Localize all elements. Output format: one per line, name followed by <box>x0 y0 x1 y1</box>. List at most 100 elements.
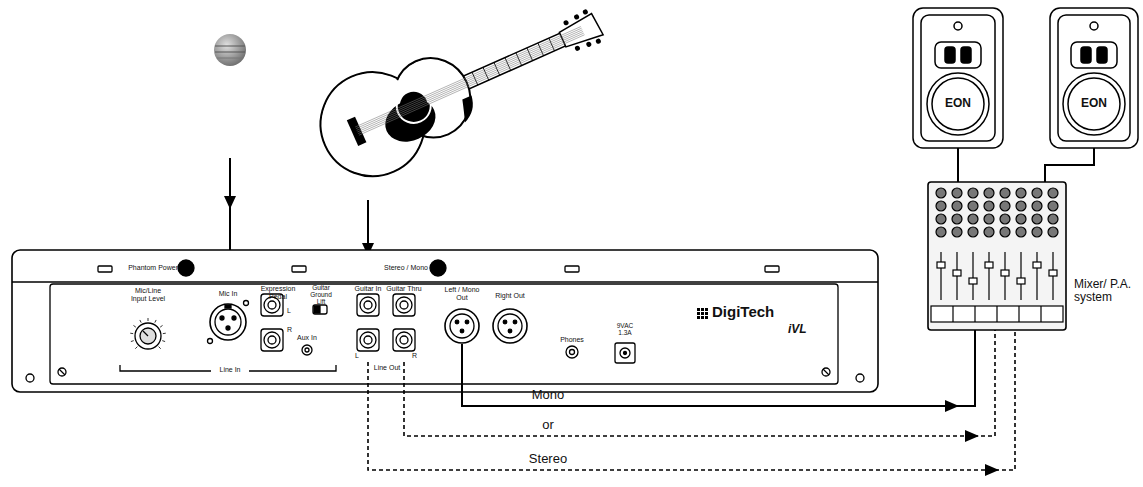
mixer-part-part <box>952 214 962 224</box>
rear-panel-part <box>292 266 306 272</box>
rear-panel-part <box>360 332 376 348</box>
mixer-part-part <box>1000 227 1010 237</box>
acoustic-guitar-part-part <box>358 33 584 133</box>
mixer-part-part <box>1020 252 1021 300</box>
mixer-part-part <box>952 201 962 211</box>
rear-panel-part <box>140 328 156 344</box>
acoustic-guitar-part <box>395 87 432 124</box>
cable-label: Stereo <box>518 452 578 466</box>
rear-panel-part <box>697 308 708 319</box>
mixer-part-part <box>1048 227 1058 237</box>
mixer-part-part <box>984 188 994 198</box>
mixer-part-part <box>968 188 978 198</box>
mixer-part-part <box>985 262 993 268</box>
mixer-part-part <box>953 270 961 276</box>
acoustic-guitar-part <box>582 9 589 16</box>
mixer-part-part <box>988 252 989 300</box>
rear-panel-part <box>765 266 779 272</box>
mixer-part-part <box>1048 201 1058 211</box>
rear-panel-part <box>135 323 161 349</box>
rear-panel-part-part <box>705 312 708 315</box>
rear-panel-part <box>565 266 579 272</box>
mixer-part <box>931 306 1063 322</box>
brand-logo: DigiTech <box>712 304 774 321</box>
mixer-part-part <box>1016 188 1026 198</box>
acoustic-guitar-part-part <box>357 31 583 131</box>
mixer-part-part <box>1032 201 1042 211</box>
cable-line <box>404 330 995 436</box>
rear-panel-part <box>503 320 507 324</box>
cable-line <box>462 330 975 406</box>
rear-panel-part <box>226 326 230 330</box>
speaker-right-part <box>1097 47 1107 63</box>
rear-panel-part <box>566 346 578 358</box>
speaker-left-part <box>945 47 955 63</box>
rear-panel-part <box>208 339 213 344</box>
channel-label: L <box>287 307 291 315</box>
rear-panel-part-part <box>131 340 134 342</box>
jack-label: R <box>412 352 417 360</box>
mixer-part-part <box>937 262 945 268</box>
rear-panel-part <box>615 343 635 363</box>
rear-panel-part-part <box>148 318 149 321</box>
rear-panel-part <box>455 320 459 324</box>
mixer-part-part <box>1018 306 1019 322</box>
mixer-part-part <box>936 201 946 211</box>
group-label: Line Out <box>373 364 401 372</box>
acoustic-guitar-part <box>452 32 567 94</box>
mixer-part-part <box>984 227 994 237</box>
mixer-part-part <box>940 252 941 300</box>
speaker-right-part <box>1081 47 1091 63</box>
rear-panel-part <box>305 348 309 352</box>
separator-text: or <box>533 418 563 432</box>
rear-panel-part <box>313 305 327 314</box>
rear-panel-part <box>393 329 415 351</box>
mixer-part-part <box>1000 188 1010 198</box>
acoustic-guitar-part <box>574 45 581 52</box>
rear-panel-part <box>225 305 231 308</box>
rear-panel-part <box>364 301 372 309</box>
microphone <box>214 34 246 66</box>
mixer-part-part <box>968 214 978 224</box>
speaker-left-part <box>921 15 995 141</box>
acoustic-guitar <box>304 0 619 193</box>
jack-label: Right Out <box>490 292 530 300</box>
line-out-jack: L <box>354 328 382 362</box>
jack-label: Aux In <box>294 334 320 342</box>
rear-panel-part <box>268 336 276 344</box>
rear-panel-part <box>244 301 249 306</box>
rear-panel-part <box>430 260 446 276</box>
rear-panel-part-part <box>697 316 700 319</box>
mixer-part-part <box>1048 188 1058 198</box>
rear-panel-part-part <box>697 312 700 315</box>
rear-panel-part <box>215 309 241 335</box>
speaker: EON <box>1050 8 1138 148</box>
mixer-part-part <box>984 201 994 211</box>
mixer-part-part <box>1049 270 1057 276</box>
rear-panel-part-part <box>159 347 161 349</box>
mixer-part-part <box>1000 201 1010 211</box>
rear-panel-part <box>393 294 415 316</box>
signal-cable <box>462 330 975 412</box>
rear-panel-part <box>261 329 283 351</box>
mixer-part-part <box>1016 201 1026 211</box>
rear-panel-part-part <box>130 333 133 334</box>
microphone-part <box>215 52 245 53</box>
mixer-part <box>936 188 1058 322</box>
rear-panel-part-part <box>140 320 141 323</box>
speaker-right-part <box>1058 15 1130 141</box>
rear-panel-part <box>50 284 838 384</box>
speaker-right-part <box>1090 22 1098 30</box>
speaker-left-part <box>954 22 962 30</box>
rear-panel-part-part <box>135 347 137 349</box>
line-out-jack: R <box>390 328 418 362</box>
power-label: 9VAC 1.3A <box>610 322 640 336</box>
switch-label: Guitar Ground Lift <box>305 284 337 305</box>
device-rear-panel: DigiTechiVLLeft / Mono OutLR <box>12 250 878 392</box>
mixer-part-part <box>1016 227 1026 237</box>
control-label: Mic/Line Input Level <box>128 287 168 302</box>
rear-panel-part <box>357 294 379 316</box>
speaker-badge: EON <box>913 97 1003 110</box>
